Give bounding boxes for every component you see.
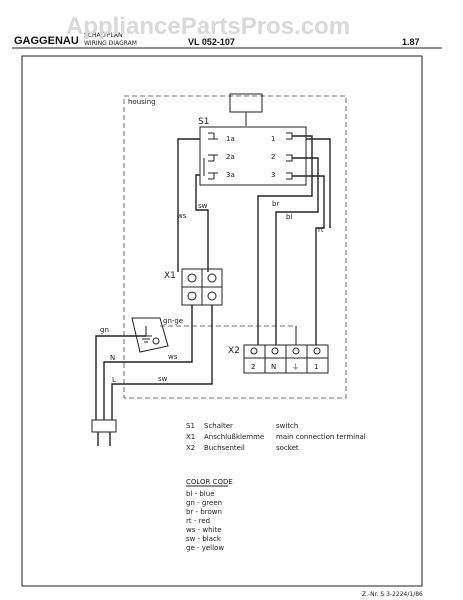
- wire-label-rt: rt: [318, 226, 324, 234]
- sheet-frame: [21, 55, 423, 587]
- wire-label-br: br: [272, 200, 279, 208]
- legend-code-s1: S1: [186, 422, 195, 430]
- screw-x2-1: [250, 347, 258, 355]
- ground-icon: [140, 326, 152, 343]
- color-code-item: rt - red: [186, 517, 210, 525]
- terminal-2: 2: [271, 153, 275, 161]
- wire-gn: [95, 335, 146, 400]
- screw-x1-3: [187, 291, 197, 301]
- housing-label: housing: [128, 98, 156, 106]
- legend-german-x2: Buchsenteil: [204, 444, 245, 452]
- switch-knob: [229, 93, 263, 113]
- wire-l: [111, 305, 213, 400]
- legend-code-x2: X2: [186, 444, 195, 452]
- switch-s1: [199, 126, 307, 186]
- color-code-item: gn - green: [186, 499, 222, 507]
- plug-pins: [97, 432, 111, 446]
- contact-3a-symbol: [208, 172, 218, 180]
- legend-english-x2: socket: [276, 444, 299, 452]
- wire-ws: [177, 138, 200, 272]
- contact-2-symbol: [286, 154, 293, 162]
- screw-x1-2: [207, 273, 217, 283]
- legend-german-x1: Anschlußklemme: [204, 433, 264, 441]
- legend-english-s1: switch: [276, 422, 298, 430]
- header-line2: WIRING DIAGRAM: [84, 40, 137, 47]
- color-code-title: COLOR CODE: [186, 478, 233, 486]
- housing-boundary: [123, 95, 347, 399]
- screw-x1-4: [207, 291, 217, 301]
- drawing-number: Z.-Nr. S 3-2224/1/86: [362, 591, 423, 598]
- color-code-item: ws - white: [186, 526, 222, 534]
- contact-1a-symbol: [208, 132, 218, 140]
- model-number: VL 052-107: [188, 37, 235, 47]
- wire-label-l: L: [112, 376, 116, 384]
- wire-label-bl: bl: [286, 213, 292, 221]
- screw-x2-2: [271, 347, 279, 355]
- page-number: 1.87: [402, 37, 420, 47]
- plug-body: [91, 419, 117, 433]
- legend-english-x1: main connection terminal: [276, 433, 366, 441]
- x2-slot-1: 1: [314, 363, 318, 371]
- contact-1-symbol: [286, 132, 293, 140]
- x2-slot-2: 2: [251, 363, 255, 371]
- wire-label-sw-mains: sw: [158, 375, 168, 383]
- header-line1: SCHALTPLAN: [84, 32, 123, 39]
- wire-n: [103, 305, 193, 400]
- terminal-2a: 2a: [226, 153, 235, 161]
- wire-label-ws: ws: [177, 212, 187, 220]
- watermark: AppliancePartsPros.com: [66, 13, 350, 40]
- plug-cord: [95, 400, 113, 420]
- wire-label-n: N: [110, 354, 115, 362]
- color-code-item: bl - blue: [186, 490, 215, 498]
- wire-rt-jumper: [306, 138, 331, 228]
- brand-label: GAGGENAU: [14, 35, 79, 47]
- wire-rt: [292, 175, 325, 345]
- x2-slot-ground: ⏚: [292, 363, 299, 371]
- wire-bl: [275, 157, 319, 345]
- wire-label-sw: sw: [198, 202, 208, 210]
- color-code-item: sw - black: [186, 535, 222, 543]
- contact-3-symbol: [286, 172, 293, 180]
- legend-german-s1: Schalter: [204, 422, 233, 430]
- wire-sw: [195, 174, 209, 272]
- color-code-item: br - brown: [186, 508, 222, 516]
- terminal-3a: 3a: [226, 171, 235, 179]
- wire-label-gn-ge: gn-ge: [163, 317, 183, 325]
- terminal-3: 3: [271, 171, 275, 179]
- terminal-1a: 1a: [226, 135, 235, 143]
- x1-label: X1: [164, 271, 176, 281]
- color-code-item: ge - yellow: [186, 544, 224, 552]
- contact-2a-symbol: [208, 154, 218, 162]
- component-legend: S1 Schalter switch X1 Anschlußklemme mai…: [186, 422, 366, 452]
- ground-terminal: [131, 317, 169, 353]
- wire-label-ws-mains: ws: [168, 353, 178, 361]
- screw-x1-1: [187, 273, 197, 283]
- terminal-1: 1: [271, 135, 275, 143]
- screw-x2-3: [292, 347, 300, 355]
- wire-label-gn: gn: [100, 326, 109, 334]
- legend-code-x1: X1: [186, 433, 195, 441]
- wire-br: [257, 135, 313, 345]
- screw-x2-4: [313, 347, 321, 355]
- color-code-legend: COLOR CODE bl - blue gn - green br - bro…: [186, 478, 233, 552]
- x2-label: X2: [228, 346, 240, 356]
- switch-label: S1: [198, 117, 209, 127]
- x2-slot-n: N: [271, 363, 276, 371]
